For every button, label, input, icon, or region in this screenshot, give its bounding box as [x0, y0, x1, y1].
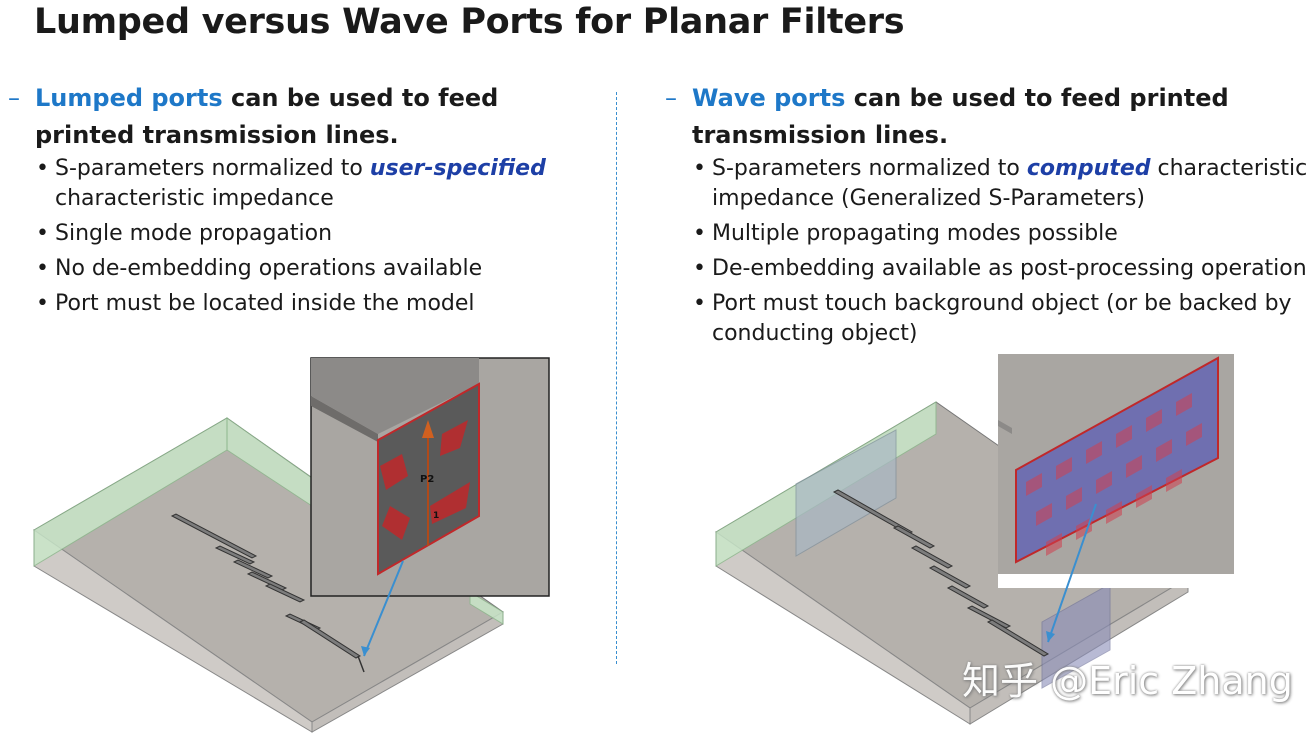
wave-ports-heading: – Wave ports can be used to feed printed… — [665, 80, 1315, 154]
bullet-item: Single mode propagation — [35, 219, 598, 249]
port-label: P2 — [420, 474, 434, 485]
inset-edge — [998, 420, 1012, 434]
lumped-ports-term: Lumped ports — [35, 84, 223, 112]
lumped-ports-column: – Lumped ports can be used to feed print… — [8, 80, 598, 324]
port-field-pattern — [380, 420, 470, 540]
bullet-item: Multiple propagating modes possible — [692, 219, 1315, 249]
wave-port-field-pattern — [1026, 393, 1202, 556]
watermark-logo: 知乎 @Eric Zhang — [962, 659, 1293, 703]
heading-dash: – — [665, 84, 677, 112]
user-specified-emphasis: user-specified — [369, 156, 546, 181]
filter-traces — [832, 489, 1050, 657]
bullet-item: De-embedding available as post-processin… — [692, 254, 1315, 284]
bullet-text: S-parameters normalized to — [712, 156, 1027, 181]
bullet-text: characteristic impedance (Generalized S-… — [712, 156, 1308, 211]
bullet-item: S-parameters normalized to computed char… — [692, 154, 1315, 214]
wave-port-face-front — [1041, 583, 1111, 689]
port-number: 1 — [433, 511, 439, 521]
bullet-item: No de-embedding operations available — [35, 254, 598, 284]
computed-emphasis: computed — [1026, 156, 1151, 181]
wave-port-model-figure — [715, 354, 1234, 725]
heading-rest: can be used to feed printed transmission… — [692, 84, 1229, 149]
callout-arrow — [363, 560, 404, 657]
wave-ports-term: Wave ports — [692, 84, 846, 112]
airbox-corner-wall — [469, 591, 504, 625]
wave-port-sheet — [1015, 356, 1219, 564]
callout-arrowhead-icon — [1046, 631, 1055, 642]
bullet-item: Port must be located inside the model — [35, 289, 598, 319]
column-divider — [616, 92, 617, 664]
callout-arrowhead-icon — [361, 646, 370, 656]
bullet-item: S-parameters normalized to user-specifie… — [35, 154, 598, 214]
lumped-ports-bullet-list: S-parameters normalized to user-specifie… — [8, 154, 598, 319]
callout-arrow — [1047, 503, 1097, 643]
lumped-port-model-figure: P2 1 — [33, 357, 550, 733]
inset-block-edge — [311, 396, 378, 442]
slide-title: Lumped versus Wave Ports for Planar Filt… — [34, 2, 905, 42]
lumped-ports-heading: – Lumped ports can be used to feed print… — [8, 80, 598, 154]
bullet-text: characteristic impedance — [55, 186, 334, 211]
inset-bottom-mask — [998, 574, 1234, 588]
bullet-item: Port must touch background object (or be… — [692, 289, 1315, 349]
port-feed-stub — [357, 655, 365, 673]
heading-dash: – — [8, 84, 20, 112]
heading-rest: can be used to feed printed transmission… — [35, 84, 499, 149]
bullet-text: S-parameters normalized to — [55, 156, 370, 181]
integration-arrow-icon — [422, 420, 434, 438]
wave-ports-column: – Wave ports can be used to feed printed… — [665, 80, 1315, 354]
inset-block-top — [311, 358, 479, 434]
wave-port-face-back — [795, 429, 897, 557]
filter-traces — [170, 513, 362, 659]
wave-ports-bullet-list: S-parameters normalized to computed char… — [665, 154, 1315, 349]
